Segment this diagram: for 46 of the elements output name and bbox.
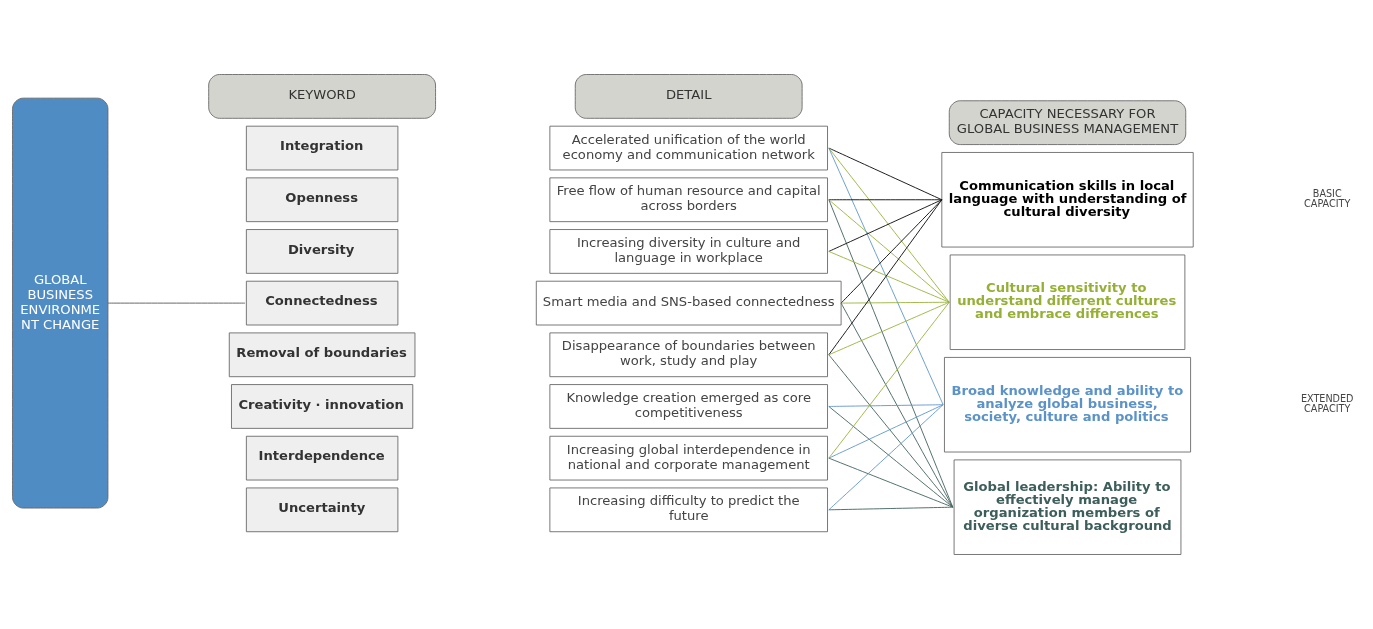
connector (828, 301, 950, 459)
label: EXTENDED CAPACITY (1300, 392, 1354, 415)
connector (828, 147, 943, 201)
connector (828, 404, 944, 407)
node-box: Free flow of human resource and capital across borders (549, 177, 828, 223)
connector (828, 506, 954, 511)
connector (828, 147, 944, 406)
connector (828, 199, 943, 201)
connector (828, 404, 944, 459)
node-box: Global leadership: Ability to effectively manage organization members of diverse cultural background (953, 459, 1182, 555)
connector (840, 199, 943, 304)
connector (828, 301, 950, 356)
node-box: Connectedness (245, 280, 399, 326)
node-box: CAPACITY NECESSARY FOR GLOBAL BUSINESS MANAGEMENT (948, 100, 1187, 145)
node-box: Knowledge creation emerged as core competitiveness (549, 384, 828, 429)
node-box: Openness (245, 177, 399, 223)
node-box: Interdependence (245, 435, 399, 481)
connector (828, 199, 943, 356)
node-box: KEYWORD (208, 74, 436, 119)
node-box: Diversity (245, 229, 399, 274)
connector (840, 302, 954, 508)
node-box: GLOBAL BUSINESS ENVIRONMENT CHANGE (12, 97, 109, 509)
connector (107, 302, 246, 304)
node-box: Communication skills in local language with understanding of cultural diversity (941, 152, 1194, 248)
node-box: Removal of boundaries (228, 332, 416, 378)
node-box: Uncertainty (245, 487, 399, 533)
node-box: DETAIL (574, 74, 803, 119)
node-box: Accelerated unification of the world economy and communication network (549, 125, 828, 171)
connector (828, 147, 950, 303)
label: BASIC CAPACITY (1304, 187, 1351, 210)
connector (828, 199, 950, 303)
connector (828, 457, 954, 508)
node-box: Creativity · innovation (231, 384, 414, 429)
node-box: Broad knowledge and ability to analyze global business, society, culture and politics (944, 357, 1191, 453)
node-box: Integration (245, 125, 399, 171)
node-box: Disappearance of boundaries between work, study and play (549, 332, 828, 378)
connector (828, 199, 943, 252)
node-box: Cultural sensitivity to understand different cultures and embrace differences (949, 254, 1186, 350)
node-box: Increasing diversity in culture and language in workplace (549, 229, 828, 274)
node-box: Smart media and SNS-based connectedness (535, 280, 842, 326)
connector (828, 354, 954, 508)
connector (828, 199, 954, 508)
connector (840, 301, 950, 304)
node-box: Increasing difficulty to predict the future (549, 487, 828, 533)
connector (828, 251, 950, 303)
node-box: Increasing global interdependence in national and corporate management (549, 435, 828, 481)
